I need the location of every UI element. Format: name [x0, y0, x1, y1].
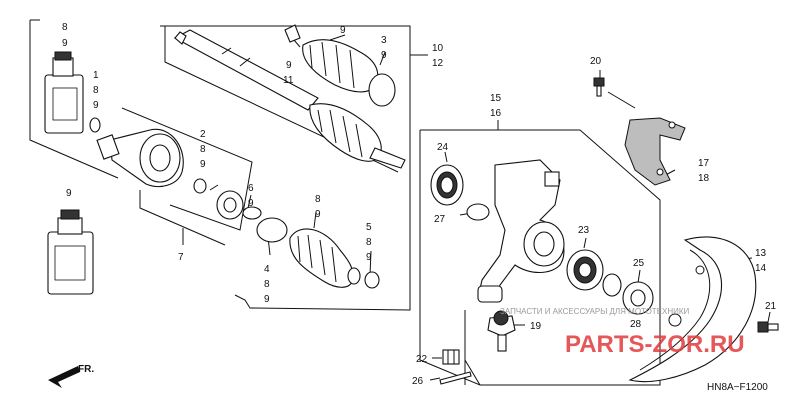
boot-band-4 — [256, 217, 288, 243]
callout: 20 — [590, 56, 602, 67]
callout: 21 — [765, 301, 777, 312]
circlip-6 — [242, 206, 262, 220]
callout-labels: 8 9 1 8 9 9 2 8 9 7 9 11 9 3 9 10 12 6 9… — [62, 22, 777, 387]
callout: 8 — [315, 194, 321, 205]
callout: 9 — [286, 60, 292, 71]
callout: 3 — [381, 35, 387, 46]
callout: 9 — [381, 50, 387, 61]
callout: 8 — [264, 279, 270, 290]
callout: 23 — [578, 225, 590, 236]
callout: 9 — [200, 159, 206, 170]
shaft-boot — [309, 103, 406, 169]
steering-knuckle — [477, 159, 565, 303]
callout: 18 — [698, 173, 710, 184]
bolt-21 — [757, 321, 779, 333]
callout: 9 — [66, 188, 72, 199]
castle-nut-22 — [442, 349, 460, 365]
ball-joint-19 — [487, 310, 516, 352]
callout: 28 — [630, 319, 642, 330]
wheel-bearing-24 — [430, 164, 464, 206]
grease-bottle-upper — [44, 51, 84, 134]
circlip-1 — [89, 117, 101, 133]
callout: 2 — [200, 129, 206, 140]
cotter-pin-26 — [439, 371, 472, 385]
callout: 9 — [340, 25, 346, 36]
callout: 12 — [432, 58, 444, 69]
lower-boot — [289, 228, 361, 288]
callout: 1 — [93, 70, 99, 81]
callout: 14 — [755, 263, 767, 274]
grease-bottle-lower — [47, 209, 94, 295]
callout: 16 — [490, 108, 502, 119]
disc-shield — [628, 236, 757, 383]
callout: 22 — [416, 354, 428, 365]
callout: 10 — [432, 43, 444, 54]
callout: 8 — [62, 22, 68, 33]
callout: 9 — [62, 38, 68, 49]
circlip-27 — [466, 203, 490, 221]
group-frame-lines — [29, 19, 771, 386]
callout: 5 — [366, 222, 372, 233]
front-marker-label: FR. — [78, 364, 94, 375]
brake-bracket — [624, 117, 686, 186]
callout: 9 — [264, 294, 270, 305]
callout: 11 — [283, 75, 294, 86]
callout: 9 — [315, 209, 321, 220]
callout: 9 — [366, 252, 372, 263]
callout: 8 — [366, 237, 372, 248]
front-arrow-icon — [48, 366, 80, 388]
callout: 4 — [264, 264, 270, 275]
drive-shaft — [173, 29, 319, 111]
callout: 15 — [490, 93, 502, 104]
watermark-text: ЗАПЧАСТИ И АКСЕССУАРЫ ДЛЯ МОТОТЕХНИКИ — [500, 307, 690, 316]
watermark: ЗАПЧАСТИ И АКСЕССУАРЫ ДЛЯ МОТОТЕХНИКИ PA… — [500, 307, 745, 358]
watermark-logo: PARTS-ZOR.RU — [565, 331, 745, 358]
callout: 9 — [248, 198, 254, 209]
boot-band-5 — [364, 271, 380, 289]
callout: 8 — [93, 85, 99, 96]
callout: 9 — [93, 100, 99, 111]
callout: 27 — [434, 214, 446, 225]
callout: 13 — [755, 248, 767, 259]
circlip-28 — [602, 273, 622, 297]
boot-band-3 — [368, 73, 396, 107]
clip-11 — [284, 24, 301, 43]
wheel-bearing-23 — [566, 249, 604, 291]
callout: 19 — [530, 321, 542, 332]
callout: 6 — [248, 183, 254, 194]
inner-race — [216, 190, 244, 220]
outer-cv-joint — [96, 128, 184, 188]
callout: 26 — [412, 376, 424, 387]
callout: 17 — [698, 158, 710, 169]
ring-2 — [193, 178, 207, 194]
upper-boot — [302, 39, 379, 93]
callout: 8 — [200, 144, 206, 155]
callout: 25 — [633, 258, 645, 269]
callout: 24 — [437, 142, 449, 153]
bolt-20 — [593, 77, 605, 97]
seal-25 — [622, 281, 654, 315]
callout: 7 — [178, 252, 184, 263]
diagram-code: HN8A−F1200 — [707, 382, 768, 393]
